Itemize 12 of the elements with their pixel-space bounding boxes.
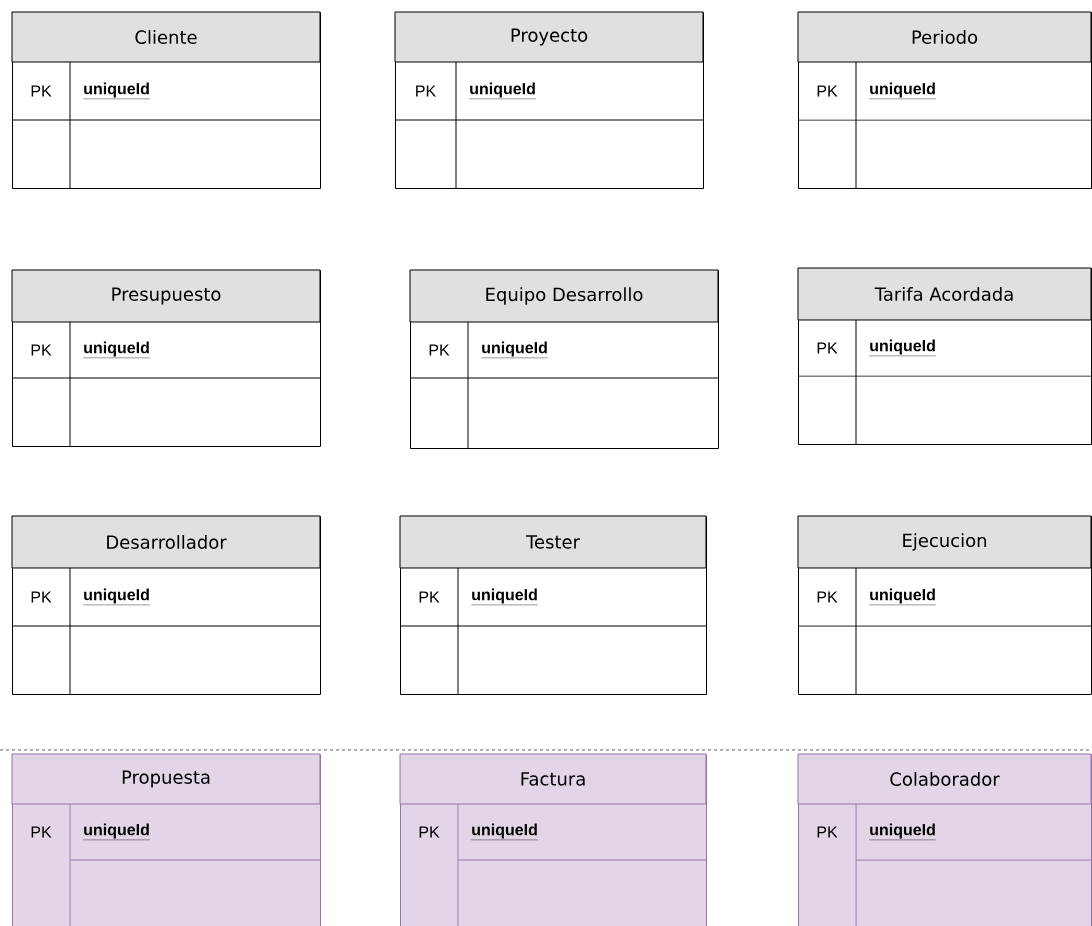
entity-table: Colaborador PK uniqueId <box>797 753 1092 926</box>
entity-table: Ejecucion PK uniqueId <box>797 515 1092 695</box>
entity-table: Tester PK uniqueId <box>399 515 707 695</box>
entity-table: Equipo Desarrollo PK uniqueId <box>409 269 719 449</box>
entity-table: Propuesta PK uniqueId <box>11 753 321 926</box>
entity-table: Cliente PK uniqueId <box>11 11 321 189</box>
entity-table: Desarrollador PK uniqueId <box>11 515 321 695</box>
entity-table: Factura PK uniqueId <box>399 753 707 926</box>
entity-table: Presupuesto PK uniqueId <box>11 269 321 447</box>
entity-table: Periodo PK uniqueId <box>797 11 1092 189</box>
entity-table: Proyecto PK uniqueId <box>394 11 704 189</box>
entity-table: Tarifa Acordada PK uniqueId <box>797 267 1092 445</box>
